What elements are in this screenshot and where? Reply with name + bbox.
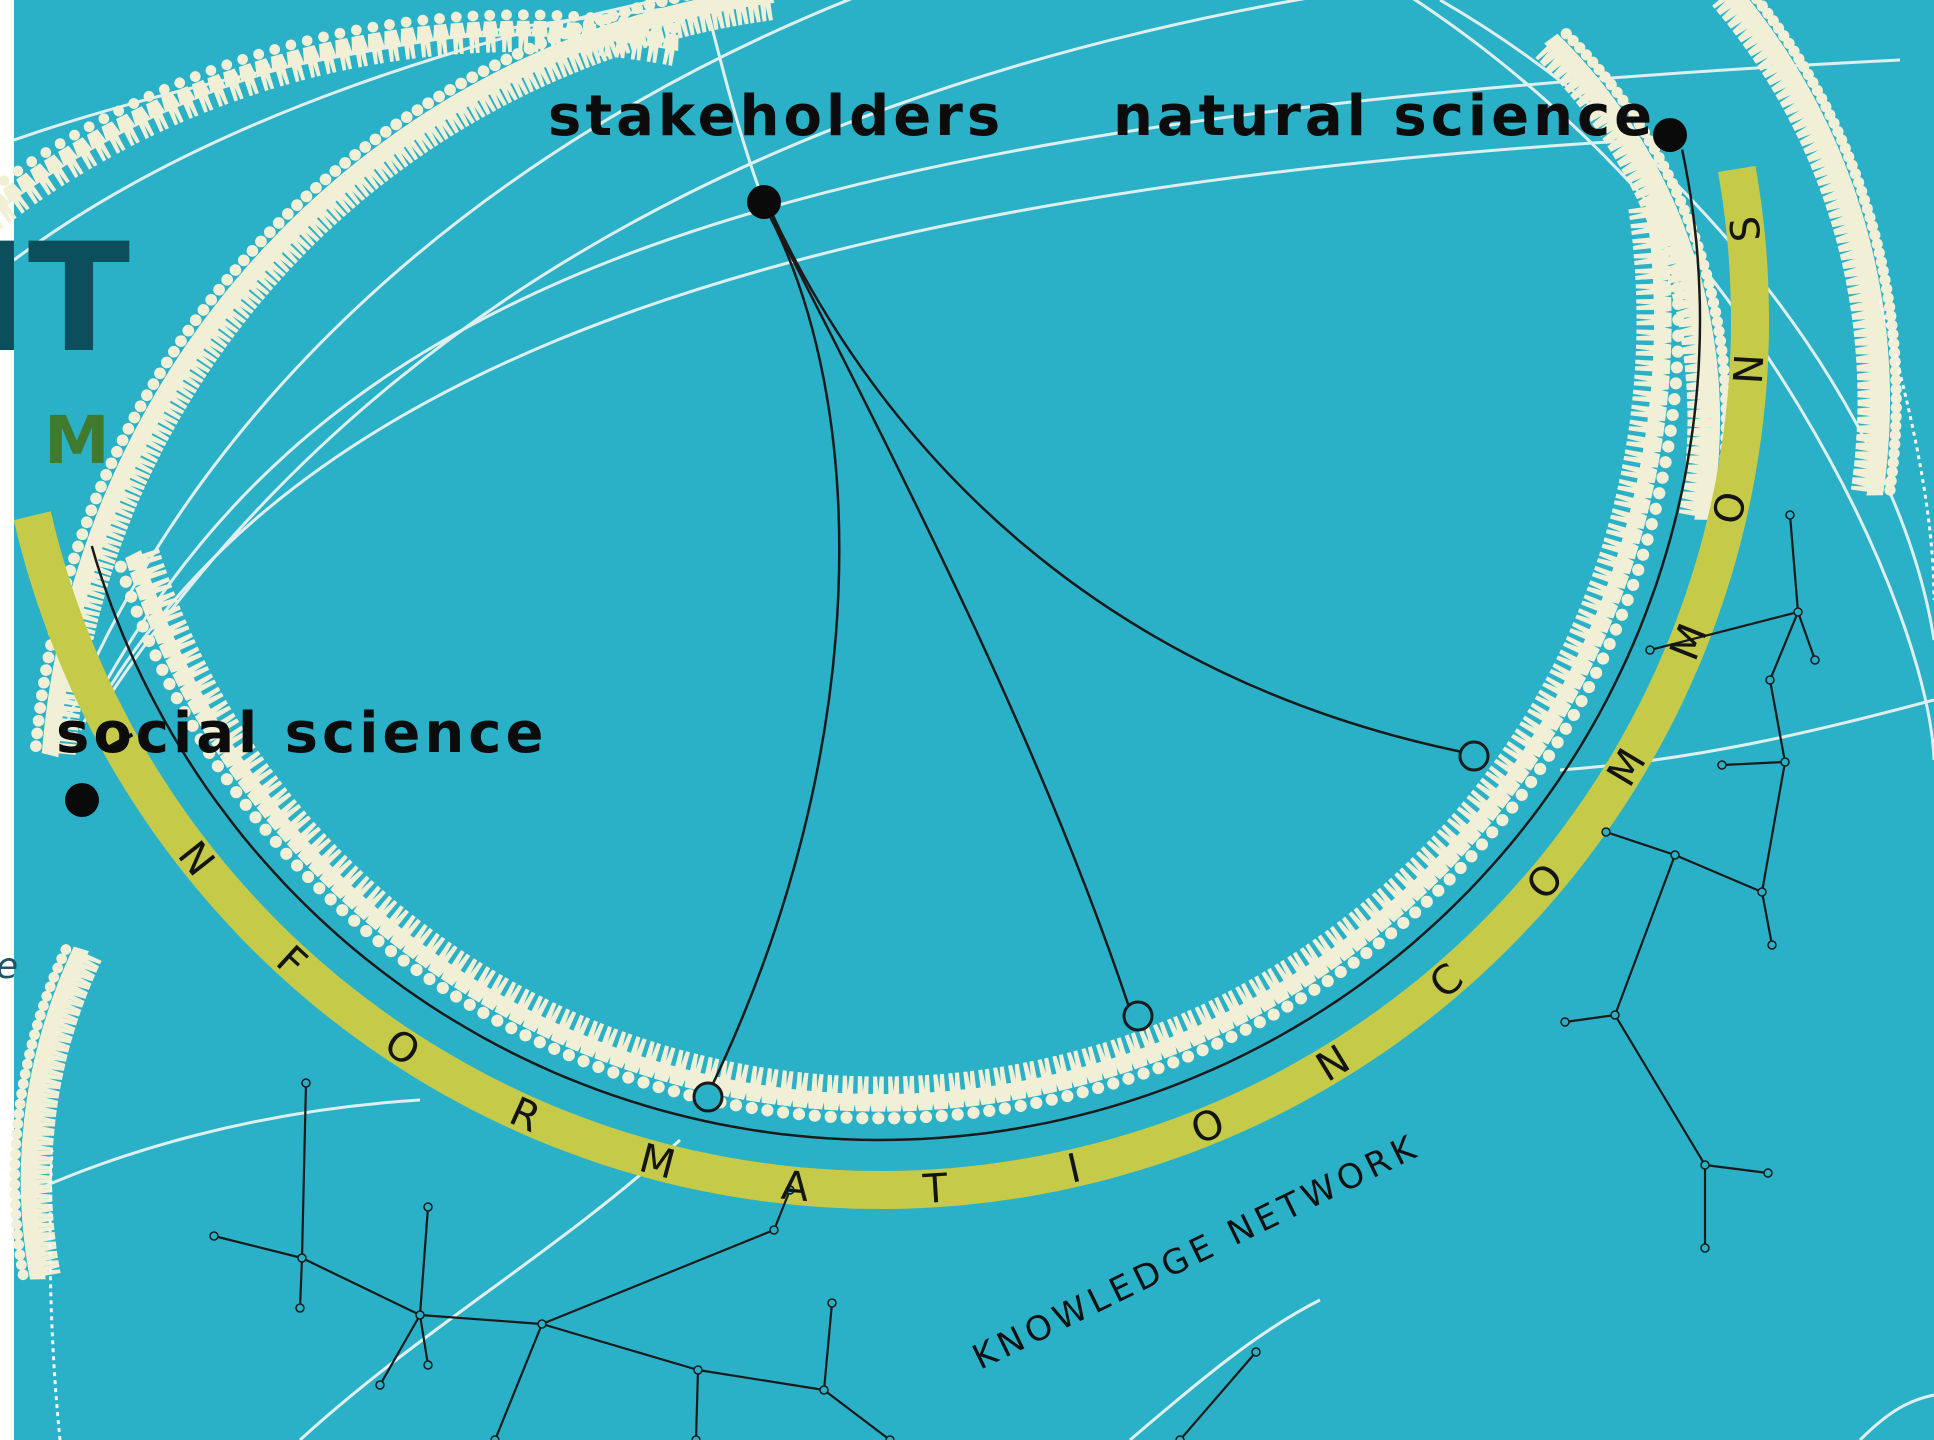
social-science-label: social science bbox=[56, 701, 547, 766]
ring-letter: T bbox=[921, 1165, 950, 1213]
junction-circle-1 bbox=[692, 1081, 724, 1113]
background-arc-2 bbox=[88, 138, 1641, 721]
ring-letter: A bbox=[779, 1163, 811, 1212]
link-curve-3 bbox=[766, 204, 1473, 756]
edge-fragment-small: M bbox=[44, 402, 110, 479]
background-arc-8 bbox=[1412, 0, 1934, 761]
edge-fragment-tiny: e bbox=[0, 946, 18, 987]
information-commons-ring bbox=[13, 165, 1770, 1210]
junction-circle-3 bbox=[1458, 740, 1490, 772]
background-arc-7 bbox=[1439, 0, 1934, 641]
link-curve-1 bbox=[706, 204, 841, 1095]
background-arc-4 bbox=[98, 0, 1306, 711]
ring-letter: S bbox=[1722, 214, 1770, 244]
edge-fragment-big: IT bbox=[0, 212, 130, 386]
link-curve-2 bbox=[764, 206, 1132, 1011]
right-dashed-edge bbox=[1878, 299, 1934, 601]
background-arc-11 bbox=[13, 1098, 421, 1202]
inner-connection-arc bbox=[90, 149, 1702, 1142]
knowledge-network-trees bbox=[209, 510, 1820, 1440]
ring-letter: N bbox=[1726, 353, 1774, 385]
junction-circle-2 bbox=[1122, 1000, 1154, 1032]
background-arc-3 bbox=[58, 0, 853, 741]
natural-science-label: natural science bbox=[1113, 84, 1656, 149]
stakeholders-node bbox=[747, 185, 781, 219]
background-arc-13 bbox=[1129, 1298, 1321, 1440]
knowledge-tree-bottom bbox=[1175, 1347, 1261, 1440]
knowledge-tree-left bbox=[209, 1078, 895, 1440]
background-arc-12 bbox=[298, 1138, 682, 1440]
stakeholders-label: stakeholders bbox=[548, 84, 1004, 149]
natural-science-node bbox=[1653, 118, 1687, 152]
knowledge-tree-right bbox=[1560, 510, 1820, 1253]
background-arc-1 bbox=[78, 58, 1901, 731]
social-science-node bbox=[65, 783, 99, 817]
background-arc-14 bbox=[1858, 1393, 1934, 1440]
stakeholder-links bbox=[706, 204, 1473, 1095]
